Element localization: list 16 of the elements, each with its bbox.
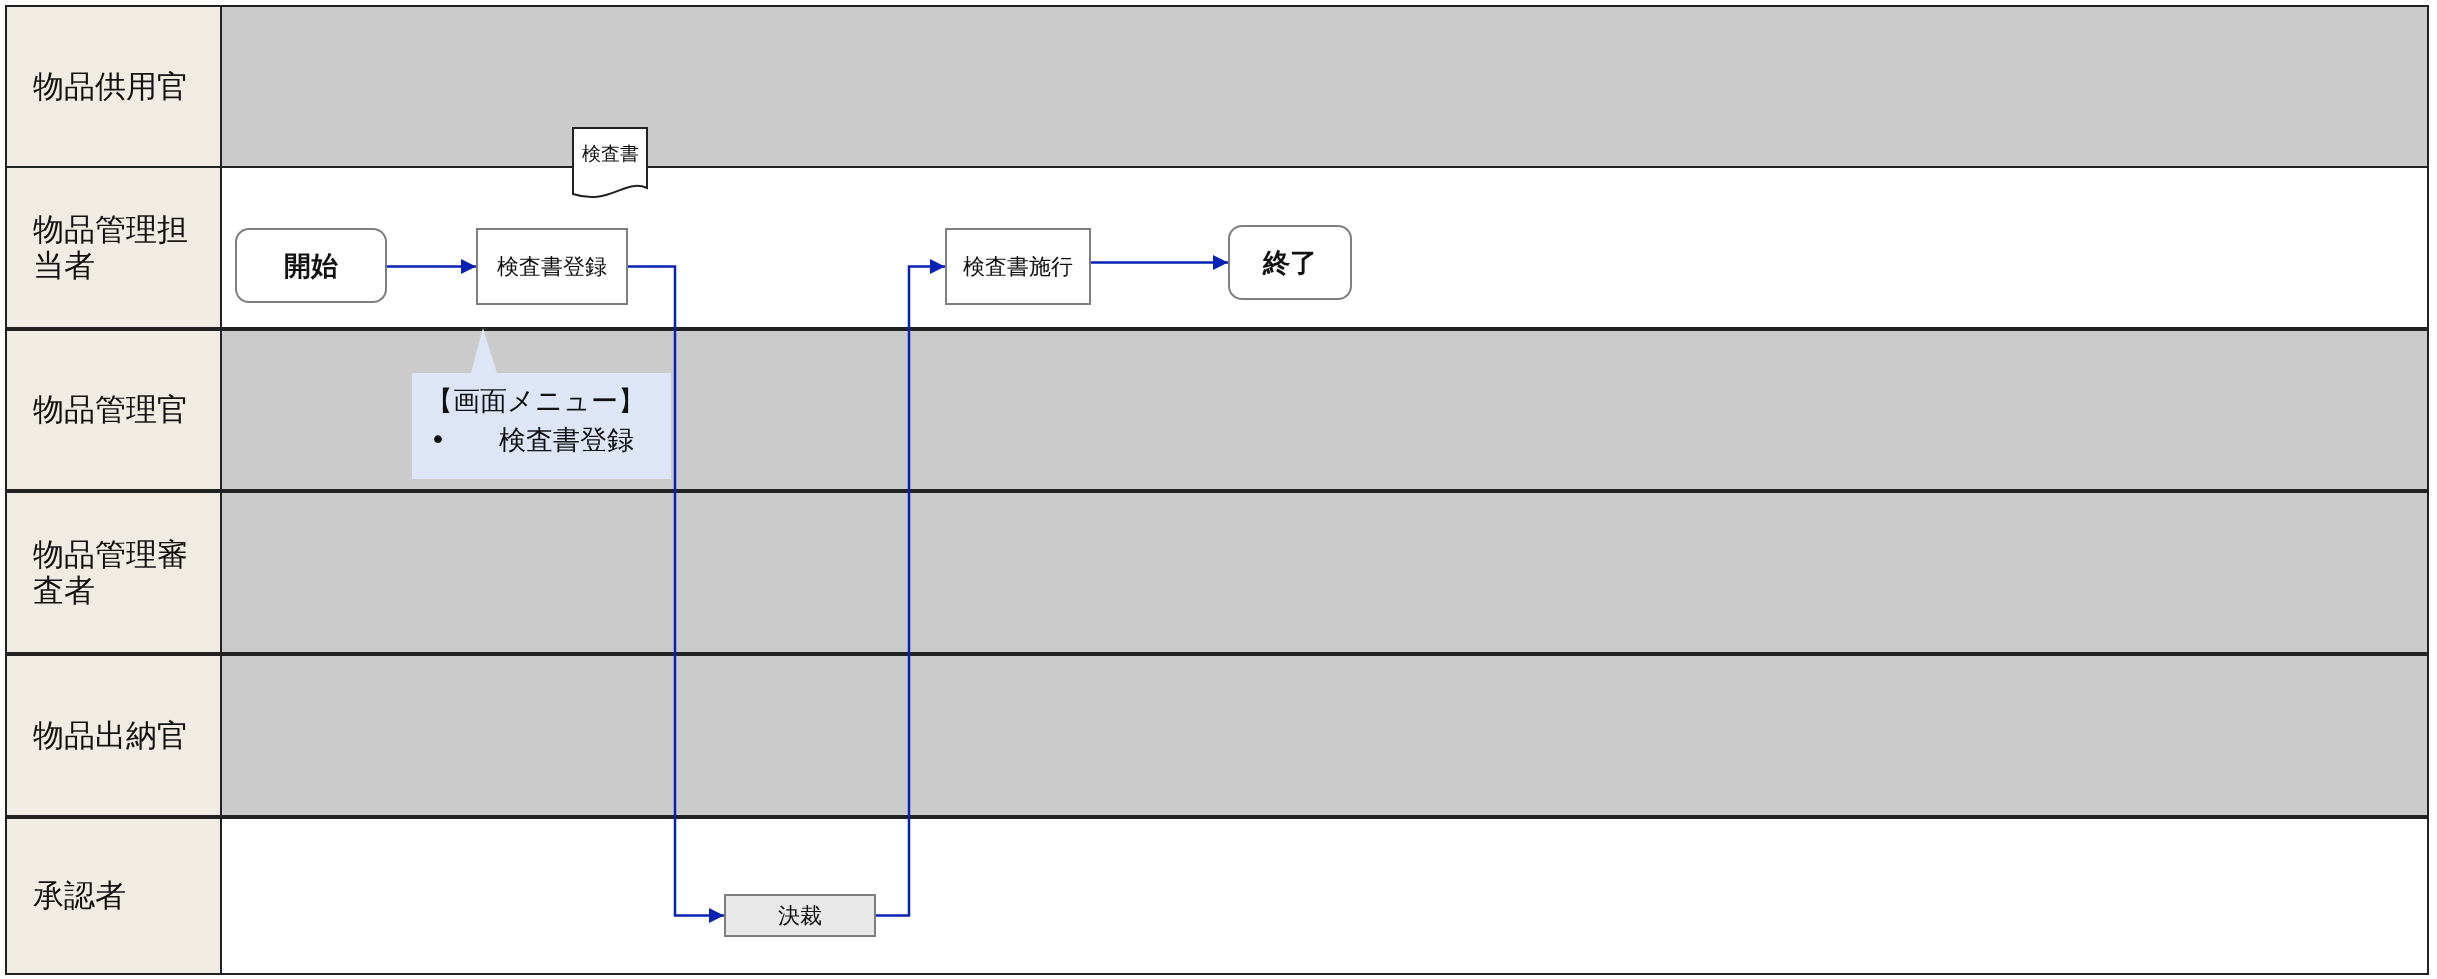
lane-header: 物品管理審査者	[5, 491, 222, 654]
lane-header: 物品供用官	[5, 5, 222, 168]
process-box: 検査書登録	[476, 228, 628, 305]
lane-header: 物品管理担当者	[5, 166, 222, 329]
decision-box: 決裁	[724, 894, 876, 937]
callout: 【画面メニュー】 • 検査書登録	[412, 328, 671, 479]
terminal-box: 開始	[235, 228, 387, 303]
process-box: 検査書施行	[945, 228, 1091, 305]
lane-header: 承認者	[5, 817, 222, 975]
arrow	[387, 259, 476, 274]
arrow	[1091, 255, 1228, 270]
lane-header: 物品出納官	[5, 654, 222, 817]
arrow	[876, 259, 945, 917]
arrow	[628, 265, 724, 923]
terminal-box: 終了	[1228, 225, 1352, 300]
lane-header: 物品管理官	[5, 329, 222, 491]
